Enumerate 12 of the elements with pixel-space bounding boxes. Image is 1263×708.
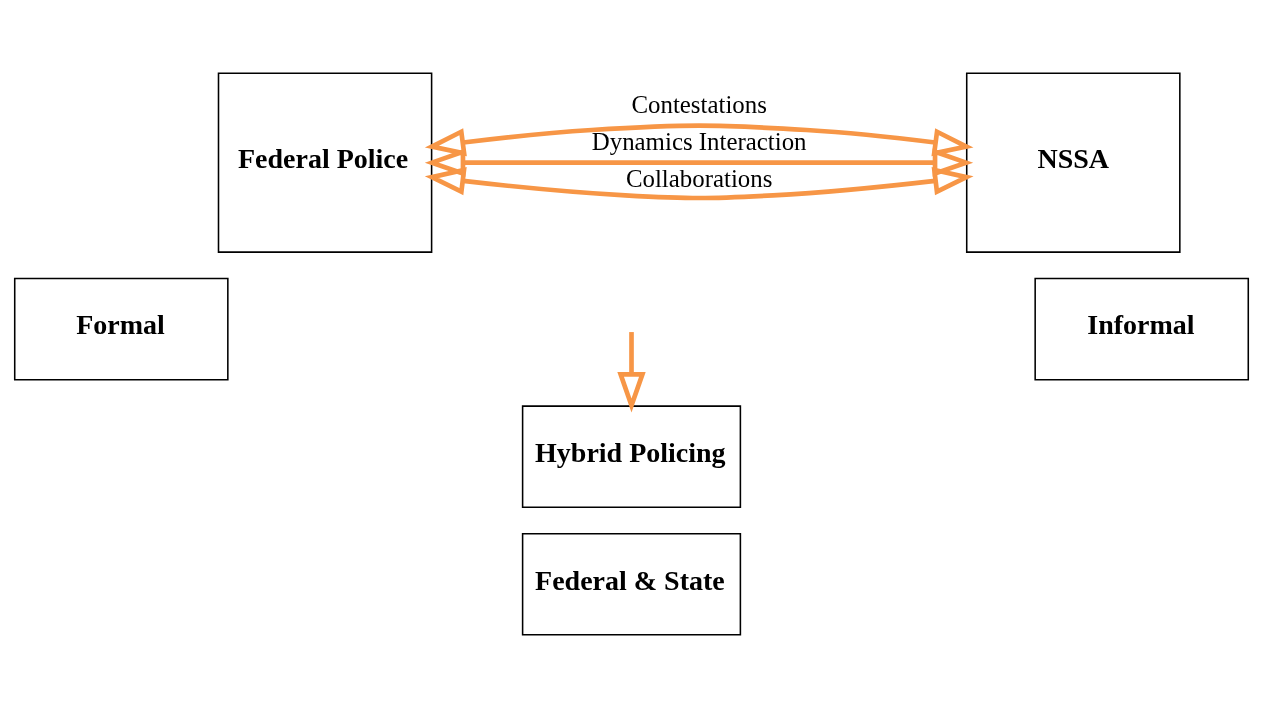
node-box: Informal bbox=[1034, 277, 1250, 381]
arrow bbox=[617, 332, 646, 413]
node-box: Federal Police bbox=[217, 72, 433, 253]
node-box: Federal & State bbox=[521, 532, 742, 636]
edge-label: Collaborations bbox=[625, 165, 773, 193]
node-box: Formal bbox=[13, 277, 229, 381]
edge-label: Dynamics Interaction bbox=[591, 127, 807, 155]
edge-label: Contestations bbox=[631, 90, 767, 118]
arrow bbox=[424, 123, 974, 157]
arrow bbox=[424, 167, 974, 201]
node-box: Hybrid Policing bbox=[521, 405, 742, 508]
node-box: NSSA bbox=[965, 72, 1181, 253]
